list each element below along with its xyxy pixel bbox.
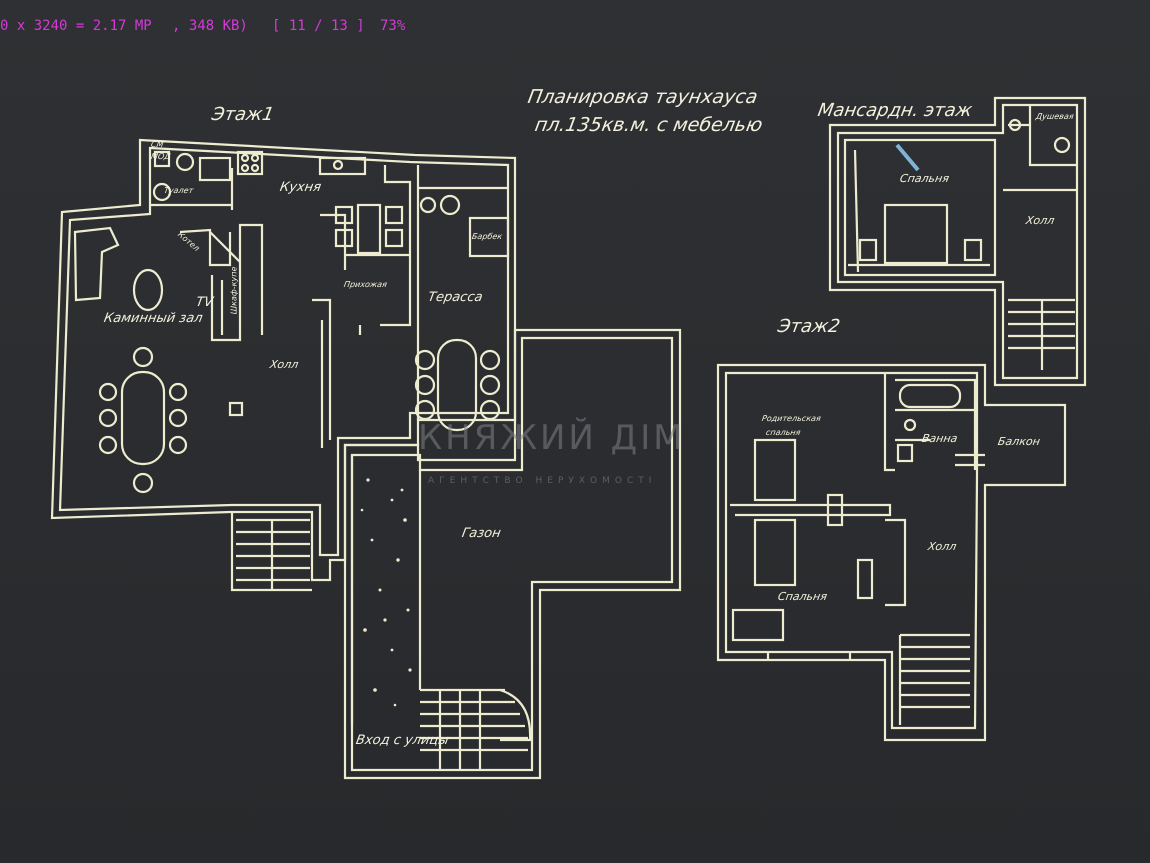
room-balcony: Балкон [996, 435, 1042, 448]
watermark-tagline: АГЕНТСТВО НЕРУХОМОСТІ [428, 476, 657, 486]
room-bedroom-floor2: Спальня [776, 590, 829, 603]
label-wardrobe: Шкаф-купе [229, 266, 239, 315]
room-attic-bedroom: Спальня [898, 172, 951, 185]
room-parents-bedroom-line2: спальня [765, 428, 802, 437]
room-hall-floor2: Холл [926, 540, 958, 553]
viewer-status-bar: 0 x 3240 = 2.17 MP , 348 KB) [ 11 / 13 ]… [0, 14, 440, 42]
attic-label: Мансардн. этаж [816, 100, 974, 121]
floor2-label: Этаж2 [776, 316, 842, 337]
room-attic-hall: Холл [1024, 214, 1056, 227]
file-size: , 348 KB) [172, 18, 248, 34]
room-toilet-floor1: Туалет [163, 186, 195, 195]
room-shower: Душевая [1035, 112, 1075, 121]
floor1-walls [50, 138, 517, 592]
room-bbq: Барбек [471, 232, 503, 241]
room-kitchen: Кухня [278, 180, 323, 195]
room-parents-bedroom-line1: Родительская [761, 414, 822, 423]
room-hall-floor1: Холл [268, 358, 300, 371]
floor1-label: Этаж1 [210, 104, 276, 125]
room-bath: Ванна [920, 432, 959, 445]
label-entrance: Вход с улицы [354, 733, 450, 748]
plan-title-line1: Планировка таунхауса [526, 86, 760, 108]
label-cm: СМ [150, 140, 165, 149]
room-terrace: Терасса [426, 290, 484, 305]
zoom-level: 73% [380, 18, 406, 34]
label-tv: TV [194, 295, 215, 310]
room-lawn: Газон [460, 526, 502, 541]
label-mgz: МОД [150, 152, 172, 161]
attic-walls [828, 96, 1087, 387]
image-index: [ 11 / 13 ] [272, 18, 365, 34]
floor2-walls [716, 363, 1067, 742]
watermark-brand: КНЯЖИЙ ДІМ [418, 418, 686, 458]
image-dimensions: 0 x 3240 = 2.17 MP [0, 18, 152, 34]
room-hallway: Прихожая [343, 280, 388, 289]
plan-title-line2: пл.135кв.м. с мебелью [533, 114, 765, 136]
room-fireplace-hall: Каминный зал [102, 311, 204, 326]
lawn-walls [343, 328, 682, 780]
